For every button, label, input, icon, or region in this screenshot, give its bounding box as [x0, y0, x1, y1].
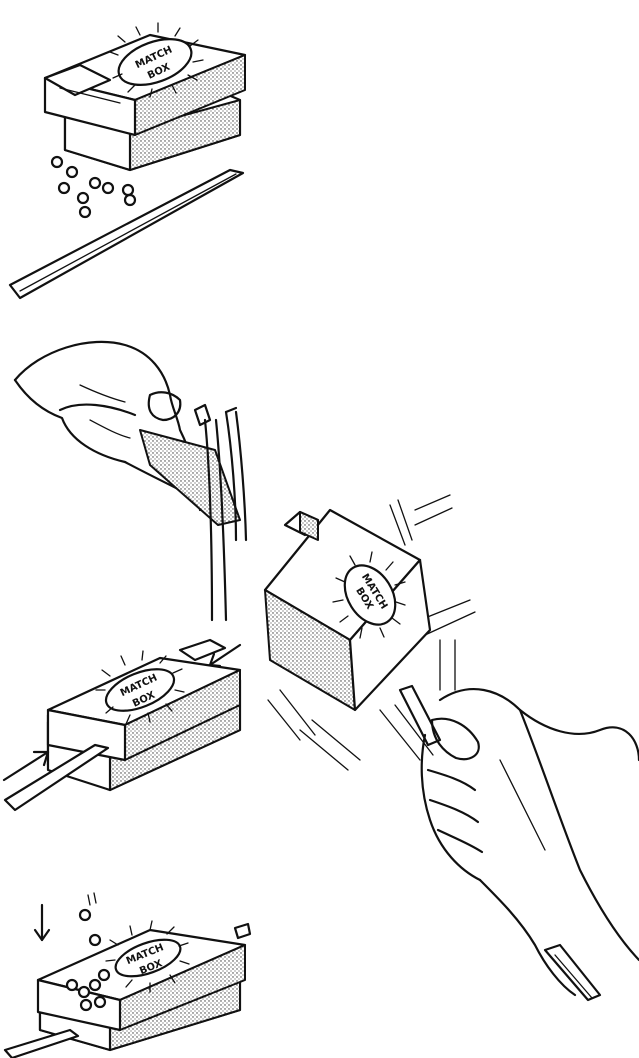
panel-materials: MATCH BOX	[10, 23, 245, 298]
falling-peas	[80, 910, 100, 945]
panel-split-stick	[15, 342, 246, 620]
down-arrow-icon	[35, 905, 49, 940]
panel-shake-rattle: MATCH BOX	[265, 495, 639, 1000]
panel-insert-stick: MATCH BOX	[4, 640, 240, 810]
matchbox-open: MATCH BOX	[45, 23, 245, 170]
matchbox-rattle: MATCH BOX	[265, 510, 430, 710]
panel-add-peas: MATCH BOX	[5, 893, 250, 1058]
